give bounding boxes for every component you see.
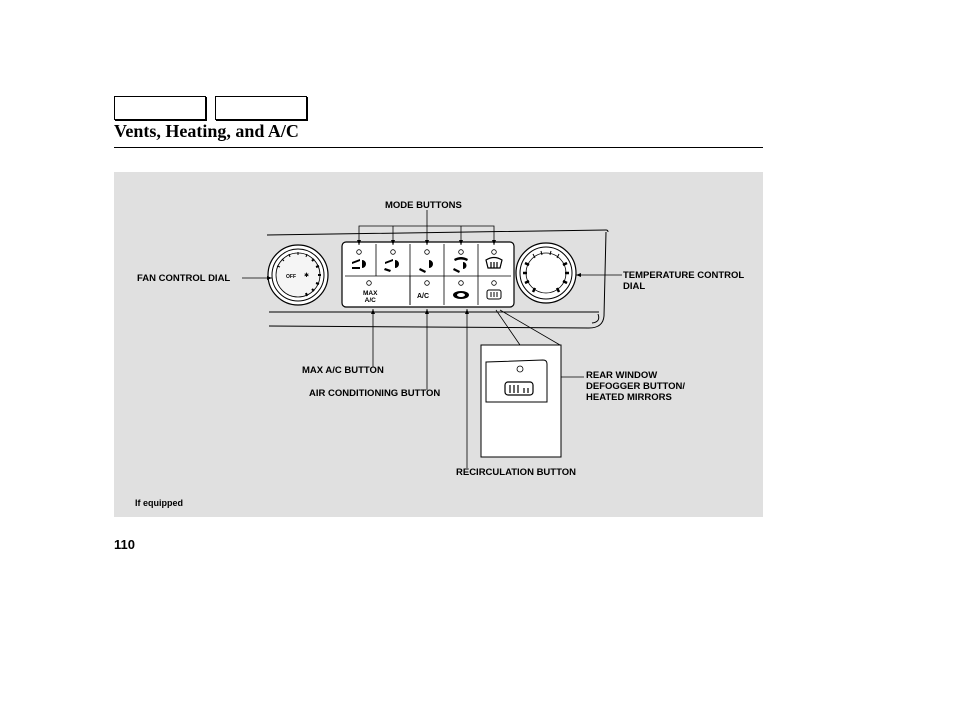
floor-icon <box>419 260 433 273</box>
page-number: 110 <box>114 537 135 552</box>
nav-tab-1[interactable] <box>114 96 206 120</box>
temperature-control-dial <box>515 242 577 304</box>
inset-defogger-icon <box>504 381 534 396</box>
recirculation-button-label: RECIRCULATION BUTTON <box>456 467 576 478</box>
button-panel <box>341 241 515 308</box>
dial-off-text: OFF <box>286 274 296 280</box>
max-ac-button[interactable]: MAX A/C <box>363 290 377 304</box>
fan-icon: ✱ <box>304 272 309 279</box>
max-ac-button-label: MAX A/C BUTTON <box>302 365 384 376</box>
bilevel-icon <box>384 259 399 272</box>
max-ac-bottom-text: A/C <box>364 297 376 304</box>
air-conditioning-button-label: AIR CONDITIONING BUTTON <box>309 388 441 399</box>
nav-tab-2[interactable] <box>215 96 307 120</box>
floor-defrost-icon <box>453 257 468 273</box>
callout-arrows <box>267 240 581 379</box>
footnote: If equipped <box>135 498 183 508</box>
page-title: Vents, Heating, and A/C <box>114 121 299 141</box>
climate-control-diagram: OFF ✱ <box>242 210 622 468</box>
fan-control-dial-label: FAN CONTROL DIAL <box>137 273 231 284</box>
dashboard-housing-right <box>591 313 600 324</box>
ac-button[interactable]: A/C <box>417 293 430 300</box>
mode-buttons-label: MODE BUTTONS <box>385 200 462 211</box>
dashboard-housing <box>266 229 609 329</box>
recirculation-icon <box>453 291 469 299</box>
defrost-icon <box>485 256 503 269</box>
temperature-control-dial-label: TEMPERATURE CONTROL DIAL <box>623 270 745 292</box>
inset-zoom <box>480 309 562 458</box>
title-rule <box>114 147 763 148</box>
rear-defogger-icon <box>486 289 502 300</box>
fan-control-dial: OFF ✱ <box>267 244 329 306</box>
figure-panel <box>114 172 763 517</box>
vent-icon <box>352 259 366 269</box>
rear-window-defogger-label: REAR WINDOW DEFOGGER BUTTON/ HEATED MIRR… <box>586 370 686 403</box>
max-ac-top-text: MAX <box>363 290 378 297</box>
